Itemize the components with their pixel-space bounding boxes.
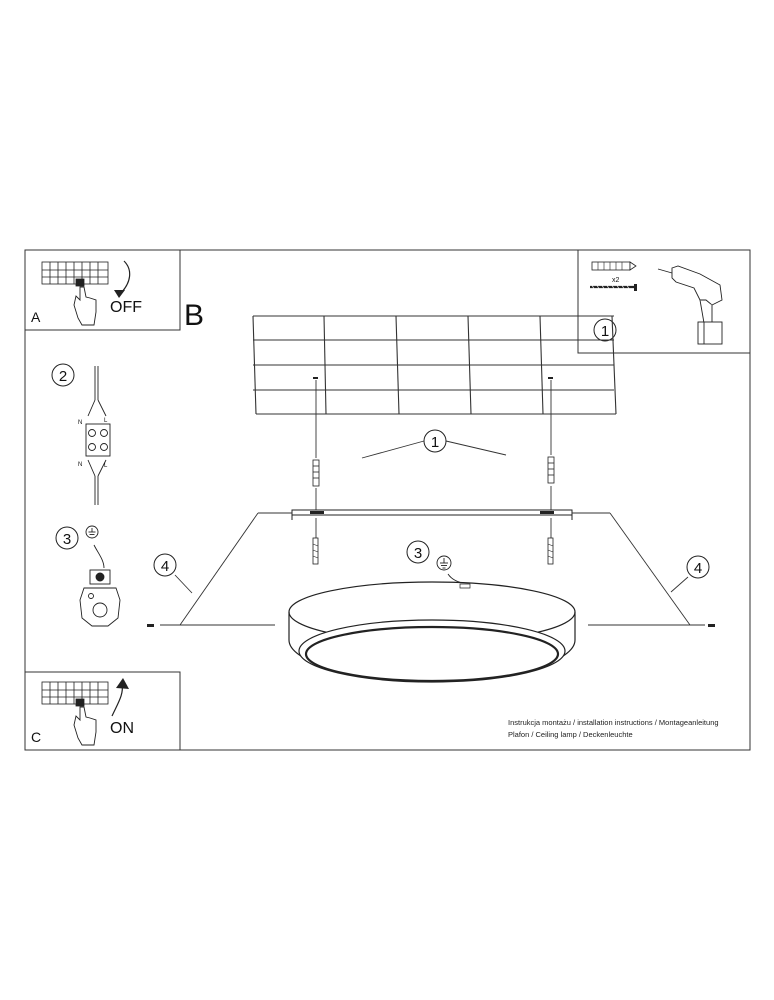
step-4-label: 4 bbox=[694, 560, 702, 577]
wall-plug-icon bbox=[591, 261, 637, 271]
fixings-quantity: x2 bbox=[612, 277, 620, 284]
step-4-right: 4 bbox=[670, 555, 710, 593]
step-4-label: 4 bbox=[161, 558, 169, 575]
step-4-left: 4 bbox=[153, 553, 193, 594]
panel-b-letter: B bbox=[184, 299, 204, 332]
step-3-circle bbox=[406, 540, 430, 564]
hand-icon bbox=[73, 706, 97, 746]
ceiling-lamp-icon bbox=[288, 581, 576, 683]
breaker-icon bbox=[41, 261, 109, 287]
arrow-up-head bbox=[116, 678, 129, 689]
panel-a: A OFF bbox=[24, 249, 181, 331]
step-3-circle bbox=[55, 526, 79, 550]
step-2-label: 2 bbox=[59, 368, 67, 385]
step-3-centre: 3 bbox=[406, 540, 467, 585]
tools-panel: x2 1 bbox=[577, 249, 751, 354]
step-3-left: 3 bbox=[55, 525, 121, 627]
breaker-icon bbox=[41, 681, 109, 707]
side-screws bbox=[147, 624, 715, 627]
step-4-circle bbox=[153, 553, 177, 577]
caption-line-1: Instrukcja montażu / installation instru… bbox=[508, 718, 719, 727]
terminal-l-label: L bbox=[104, 418, 108, 424]
step-4-circle bbox=[686, 555, 710, 579]
guide-lines bbox=[315, 380, 552, 538]
wall-plug-icon bbox=[312, 456, 555, 487]
panel-c-letter: C bbox=[31, 729, 41, 745]
screw-icon bbox=[590, 284, 637, 291]
panel-c-action: ON bbox=[110, 720, 134, 737]
step-1-circle bbox=[423, 429, 447, 453]
terminal-n-label: N bbox=[78, 462, 82, 468]
terminal-n-label: N bbox=[78, 420, 82, 426]
perspective-lines bbox=[160, 512, 705, 626]
step-3-label: 3 bbox=[63, 531, 71, 548]
mounting-bracket bbox=[291, 509, 573, 520]
panel-a-letter: A bbox=[31, 309, 41, 325]
earth-symbol-icon bbox=[85, 525, 99, 539]
step-2-group: 2 N L N L bbox=[51, 363, 111, 505]
panel-a-action: OFF bbox=[110, 299, 142, 316]
step-2-circle bbox=[51, 363, 75, 387]
drill-holes bbox=[313, 377, 553, 379]
panel-c: C ON bbox=[24, 671, 181, 751]
earth-symbol-icon bbox=[436, 555, 452, 571]
step-1-label: 1 bbox=[431, 434, 439, 451]
earth-connector bbox=[79, 569, 121, 627]
step-1-circle bbox=[593, 318, 617, 342]
arrow-down-head bbox=[114, 290, 125, 298]
terminal-block-icon bbox=[85, 366, 111, 505]
caption-line-2: Plafon / Ceiling lamp / Deckenleuchte bbox=[508, 730, 633, 739]
step-1-callout: 1 bbox=[361, 429, 507, 459]
step-1-label: 1 bbox=[601, 323, 609, 340]
terminal-l-label: L bbox=[104, 463, 108, 469]
step-3-label: 3 bbox=[414, 545, 422, 562]
ceiling-tiles bbox=[252, 315, 617, 415]
screw-icon bbox=[312, 537, 554, 565]
outer-frame bbox=[24, 249, 751, 751]
drill-icon bbox=[657, 265, 723, 345]
hand-icon bbox=[73, 286, 97, 326]
